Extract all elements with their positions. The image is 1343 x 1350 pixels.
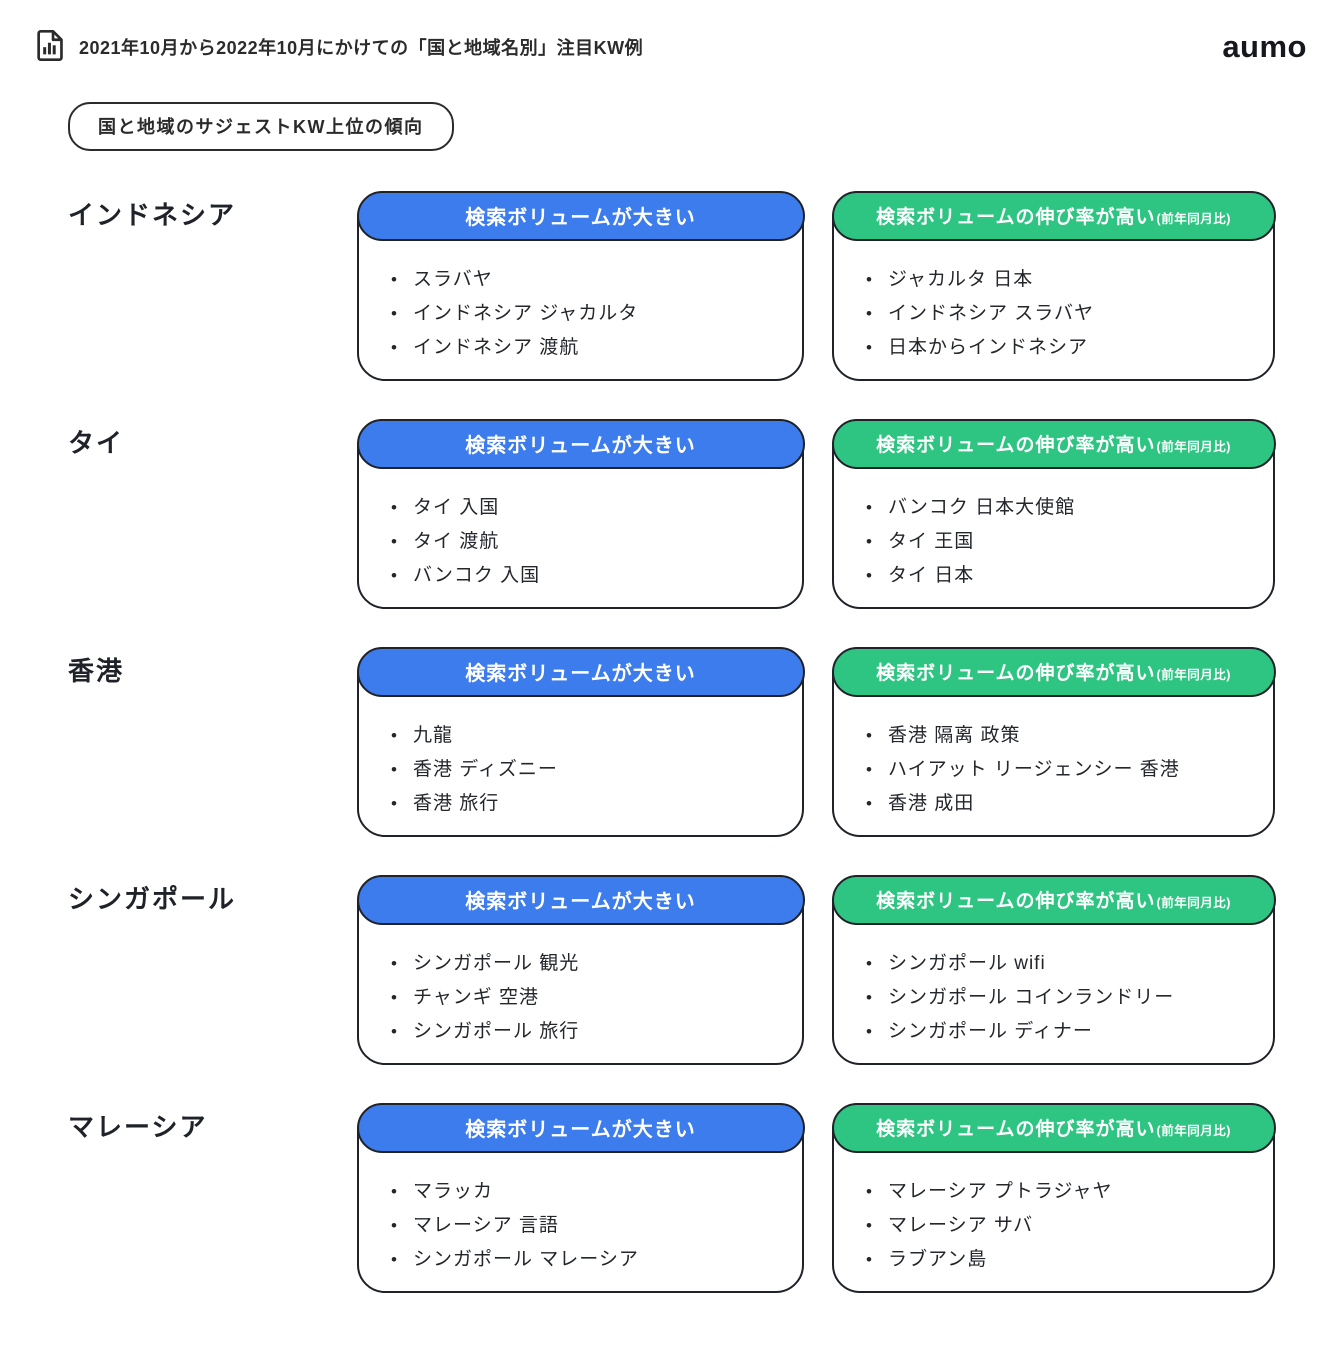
keyword-item: インドネシア スラバヤ (866, 302, 1263, 325)
high-volume-card-title: 検索ボリュームが大きい (465, 435, 696, 457)
keyword-list: スラバヤ インドネシア ジャカルタ インドネシア 渡航 (359, 193, 802, 359)
keyword-item: バンコク 日本大使館 (866, 496, 1263, 519)
keyword-list: ジャカルタ 日本 インドネシア スラバヤ 日本からインドネシア (834, 193, 1273, 359)
high-growth-card: 検索ボリュームの伸び率が高い (前年同月比) 香港 隔离 政策 ハイアット リー… (831, 646, 1276, 837)
section-title-pill: 国と地域のサジェストKW上位の傾向 (68, 102, 454, 151)
keyword-item: ハイアット リージェンシー 香港 (866, 758, 1263, 781)
high-volume-card-title: 検索ボリュームが大きい (465, 1119, 696, 1141)
high-volume-card: 検索ボリュームが大きい タイ 入国 タイ 渡航 バンコク 入国 (356, 418, 805, 609)
high-growth-card-header: 検索ボリュームの伸び率が高い (前年同月比) (831, 418, 1276, 469)
keyword-item: スラバヤ (391, 268, 792, 291)
country-label: シンガポール (68, 884, 237, 914)
keyword-item: 日本からインドネシア (866, 336, 1263, 359)
high-growth-card-header: 検索ボリュームの伸び率が高い (前年同月比) (831, 190, 1276, 241)
high-growth-card-header: 検索ボリュームの伸び率が高い (前年同月比) (831, 1102, 1276, 1153)
high-growth-card-title: 検索ボリュームの伸び率が高い (876, 663, 1156, 684)
high-volume-card-header: 検索ボリュームが大きい (356, 190, 805, 241)
growth-note-yoy: (前年同月比) (1156, 895, 1231, 910)
high-volume-card: 検索ボリュームが大きい マラッカ マレーシア 言語 シンガポール マレーシア (356, 1102, 805, 1293)
keyword-item: シンガポール wifi (866, 952, 1263, 975)
high-growth-card-title: 検索ボリュームの伸び率が高い (876, 207, 1156, 228)
high-growth-card: 検索ボリュームの伸び率が高い (前年同月比) バンコク 日本大使館 タイ 王国 … (831, 418, 1276, 609)
top-bar: 2021年10月から2022年10月にかけての「国と地域名別」注目KW例 aum… (0, 0, 1343, 66)
keyword-list: 九龍 香港 ディズニー 香港 旅行 (359, 649, 802, 815)
keyword-item: 香港 ディズニー (391, 758, 792, 781)
keyword-item: シンガポール 観光 (391, 952, 792, 975)
keyword-item: ジャカルタ 日本 (866, 268, 1263, 291)
high-growth-card-title: 検索ボリュームの伸び率が高い (876, 1119, 1156, 1140)
keyword-list: 香港 隔离 政策 ハイアット リージェンシー 香港 香港 成田 (834, 649, 1273, 815)
keyword-item: インドネシア ジャカルタ (391, 302, 792, 325)
country-label: 香港 (68, 656, 125, 686)
country-section-row: マレーシア 検索ボリュームが大きい マラッカ マレーシア 言語 シンガポール マ… (68, 1102, 1276, 1293)
keyword-item: ラブアン島 (866, 1248, 1263, 1271)
country-section-row: タイ 検索ボリュームが大きい タイ 入国 タイ 渡航 バンコク 入国 検索ボリュ… (68, 418, 1276, 609)
high-volume-card: 検索ボリュームが大きい シンガポール 観光 チャンギ 空港 シンガポール 旅行 (356, 874, 805, 1065)
country-label: タイ (68, 428, 125, 458)
high-volume-card-title: 検索ボリュームが大きい (465, 891, 696, 913)
high-volume-card-title: 検索ボリュームが大きい (465, 207, 696, 229)
keyword-item: シンガポール 旅行 (391, 1020, 792, 1043)
keyword-item: バンコク 入国 (391, 564, 792, 587)
high-growth-card: 検索ボリュームの伸び率が高い (前年同月比) ジャカルタ 日本 インドネシア ス… (831, 190, 1276, 381)
high-volume-card-title: 検索ボリュームが大きい (465, 663, 696, 685)
keyword-list: マレーシア プトラジャヤ マレーシア サバ ラブアン島 (834, 1105, 1273, 1271)
country-section-row: シンガポール 検索ボリュームが大きい シンガポール 観光 チャンギ 空港 シンガ… (68, 874, 1276, 1065)
keyword-item: タイ 王国 (866, 530, 1263, 553)
high-growth-card-header: 検索ボリュームの伸び率が高い (前年同月比) (831, 646, 1276, 697)
keyword-item: マラッカ (391, 1180, 792, 1203)
high-volume-card: 検索ボリュームが大きい スラバヤ インドネシア ジャカルタ インドネシア 渡航 (356, 190, 805, 381)
high-growth-card-title: 検索ボリュームの伸び率が高い (876, 435, 1156, 456)
keyword-item: マレーシア プトラジャヤ (866, 1180, 1263, 1203)
country-section-row: インドネシア 検索ボリュームが大きい スラバヤ インドネシア ジャカルタ インド… (68, 190, 1276, 381)
growth-note-yoy: (前年同月比) (1156, 211, 1231, 226)
high-growth-card: 検索ボリュームの伸び率が高い (前年同月比) シンガポール wifi シンガポー… (831, 874, 1276, 1065)
keyword-list: マラッカ マレーシア 言語 シンガポール マレーシア (359, 1105, 802, 1271)
page-title: 2021年10月から2022年10月にかけての「国と地域名別」注目KW例 (79, 38, 644, 58)
high-volume-card-header: 検索ボリュームが大きい (356, 418, 805, 469)
high-volume-card-header: 検索ボリュームが大きい (356, 646, 805, 697)
sections-container: インドネシア 検索ボリュームが大きい スラバヤ インドネシア ジャカルタ インド… (68, 190, 1276, 1293)
keyword-item: マレーシア 言語 (391, 1214, 792, 1237)
report-chart-icon (36, 30, 63, 66)
growth-note-yoy: (前年同月比) (1156, 1123, 1231, 1138)
keyword-item: チャンギ 空港 (391, 986, 792, 1009)
high-growth-card: 検索ボリュームの伸び率が高い (前年同月比) マレーシア プトラジャヤ マレーシ… (831, 1102, 1276, 1293)
high-volume-card-header: 検索ボリュームが大きい (356, 874, 805, 925)
keyword-item: タイ 渡航 (391, 530, 792, 553)
country-section-row: 香港 検索ボリュームが大きい 九龍 香港 ディズニー 香港 旅行 検索ボリューム… (68, 646, 1276, 837)
keyword-list: タイ 入国 タイ 渡航 バンコク 入国 (359, 421, 802, 587)
growth-note-yoy: (前年同月比) (1156, 667, 1231, 682)
country-label: インドネシア (68, 200, 237, 230)
keyword-list: バンコク 日本大使館 タイ 王国 タイ 日本 (834, 421, 1273, 587)
high-volume-card: 検索ボリュームが大きい 九龍 香港 ディズニー 香港 旅行 (356, 646, 805, 837)
keyword-list: シンガポール 観光 チャンギ 空港 シンガポール 旅行 (359, 877, 802, 1043)
keyword-item: シンガポール ディナー (866, 1020, 1263, 1043)
keyword-item: シンガポール マレーシア (391, 1248, 792, 1271)
keyword-item: 香港 旅行 (391, 792, 792, 815)
keyword-item: 九龍 (391, 724, 792, 747)
keyword-list: シンガポール wifi シンガポール コインランドリー シンガポール ディナー (834, 877, 1273, 1043)
keyword-item: シンガポール コインランドリー (866, 986, 1263, 1009)
keyword-item: 香港 成田 (866, 792, 1263, 815)
high-growth-card-title: 検索ボリュームの伸び率が高い (876, 891, 1156, 912)
growth-note-yoy: (前年同月比) (1156, 439, 1231, 454)
keyword-item: タイ 入国 (391, 496, 792, 519)
high-growth-card-header: 検索ボリュームの伸び率が高い (前年同月比) (831, 874, 1276, 925)
keyword-item: インドネシア 渡航 (391, 336, 792, 359)
keyword-item: マレーシア サバ (866, 1214, 1263, 1237)
aumo-logo: aumo (1222, 29, 1307, 64)
high-volume-card-header: 検索ボリュームが大きい (356, 1102, 805, 1153)
keyword-item: タイ 日本 (866, 564, 1263, 587)
country-label: マレーシア (68, 1112, 208, 1142)
keyword-item: 香港 隔离 政策 (866, 724, 1263, 747)
